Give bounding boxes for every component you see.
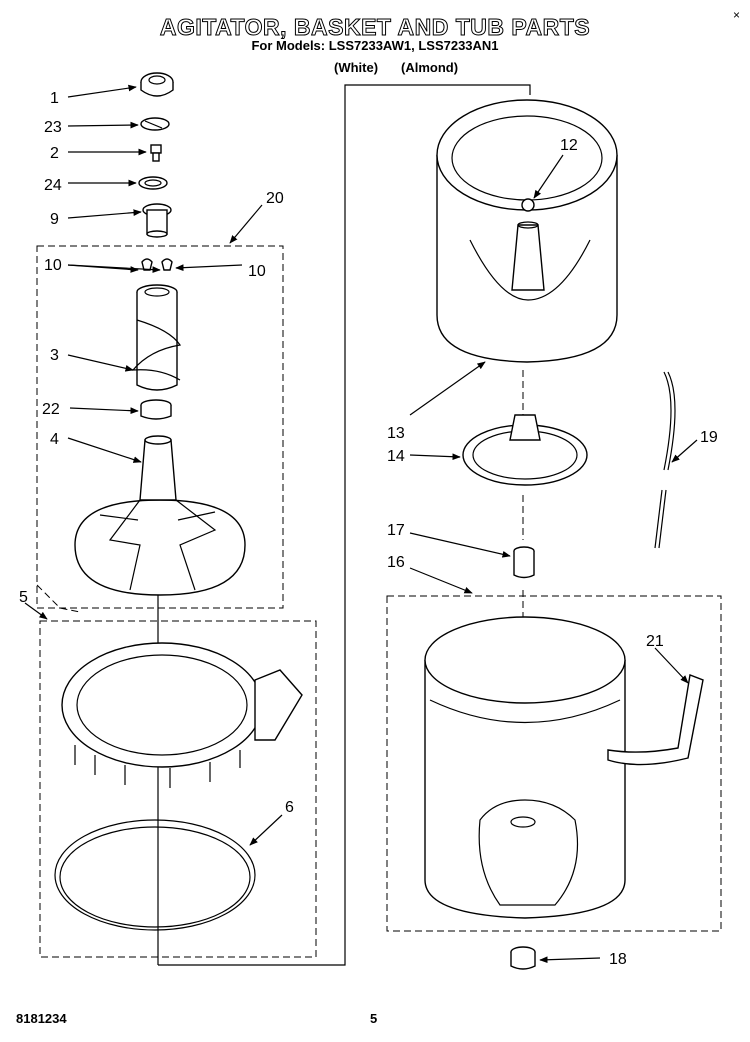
agitator-box-corner — [36, 584, 81, 613]
outer-tub-group-box — [386, 595, 722, 932]
leader-12 — [533, 154, 564, 199]
leader-9 — [67, 209, 142, 219]
leader-23 — [67, 121, 139, 129]
diagram-title: AGITATOR, BASKET AND TUB PARTS — [159, 14, 591, 41]
part-label-20: 20 — [266, 190, 284, 207]
leader-16 — [409, 567, 473, 594]
leader-4 — [67, 437, 142, 463]
part-label-22: 22 — [42, 401, 60, 418]
color-almond-label: (Almond) — [401, 60, 459, 75]
basket-drive-hub-part — [462, 414, 588, 486]
leader-19 — [671, 439, 698, 463]
part-label-21: 21 — [646, 633, 664, 650]
leader-5 — [24, 602, 48, 620]
part-label-18: 18 — [609, 951, 627, 968]
leader-20 — [229, 204, 263, 244]
part-label-4: 4 — [50, 431, 59, 448]
basket-nut-part — [521, 198, 535, 212]
part-label-23: 23 — [44, 119, 62, 136]
hose-upper-edge — [667, 371, 676, 471]
tub-drain-hose-part — [607, 674, 704, 766]
part-label-6: 6 — [285, 799, 294, 816]
close-icon[interactable]: × — [733, 8, 741, 22]
part-label-19: 19 — [700, 429, 718, 446]
model-numbers: For Models: LSS7233AW1, LSS7233AN1 — [251, 38, 499, 53]
tub-ring-group-box — [39, 620, 317, 958]
part-label-3: 3 — [50, 347, 59, 364]
agitator-dog-left — [141, 258, 153, 271]
part-label-17: 17 — [387, 522, 405, 539]
agitator-auger-part — [131, 284, 182, 391]
leader-1 — [67, 84, 137, 98]
part-label-10-right: 10 — [248, 263, 266, 280]
agitator-assembly-box — [36, 245, 284, 609]
wash-basket-part — [436, 99, 618, 363]
page-number: 5 — [370, 1011, 378, 1026]
outer-tub-part — [424, 616, 626, 919]
leader-18 — [539, 956, 601, 964]
hose-lower — [654, 489, 663, 549]
leader-21 — [654, 647, 689, 684]
agitator-dog-right — [161, 258, 173, 271]
tub-ring-part — [61, 642, 303, 788]
part-label-1: 1 — [50, 90, 59, 107]
color-white-label: (White) — [334, 60, 379, 75]
part-label-12: 12 — [560, 137, 578, 154]
leader-13 — [409, 361, 486, 416]
spin-tube-bearing-part — [513, 546, 535, 579]
connector-line — [158, 84, 531, 966]
part-label-5: 5 — [19, 589, 28, 606]
retaining-clip-part — [140, 117, 170, 131]
tub-seal-ring-part — [54, 819, 256, 931]
washer-part — [138, 176, 168, 190]
hose-lower-edge — [658, 489, 667, 549]
leader-10b — [175, 264, 243, 272]
hose-upper — [663, 371, 672, 471]
cap-screw-part — [150, 144, 162, 162]
agitator-cap-part — [140, 72, 174, 97]
part-label-2: 2 — [50, 145, 59, 162]
part-label-14: 14 — [387, 448, 405, 465]
drive-bell-part — [140, 399, 172, 420]
leader-22 — [69, 407, 139, 415]
cam-part — [142, 203, 172, 238]
tub-drain-nut-part — [510, 946, 536, 970]
leader-3 — [67, 354, 134, 372]
leader-14 — [409, 453, 461, 461]
part-label-13: 13 — [387, 425, 405, 442]
leader-17 — [409, 532, 511, 558]
part-label-24: 24 — [44, 177, 62, 194]
washer-hole — [144, 179, 162, 187]
agitator-base-part — [74, 435, 246, 596]
part-label-9: 9 — [50, 211, 59, 228]
leader-6 — [249, 814, 283, 846]
part-label-16: 16 — [387, 554, 405, 571]
part-label-10-left: 10 — [44, 257, 62, 274]
leader-10a-2 — [67, 264, 161, 273]
diagram-number: 8181234 — [16, 1011, 67, 1026]
